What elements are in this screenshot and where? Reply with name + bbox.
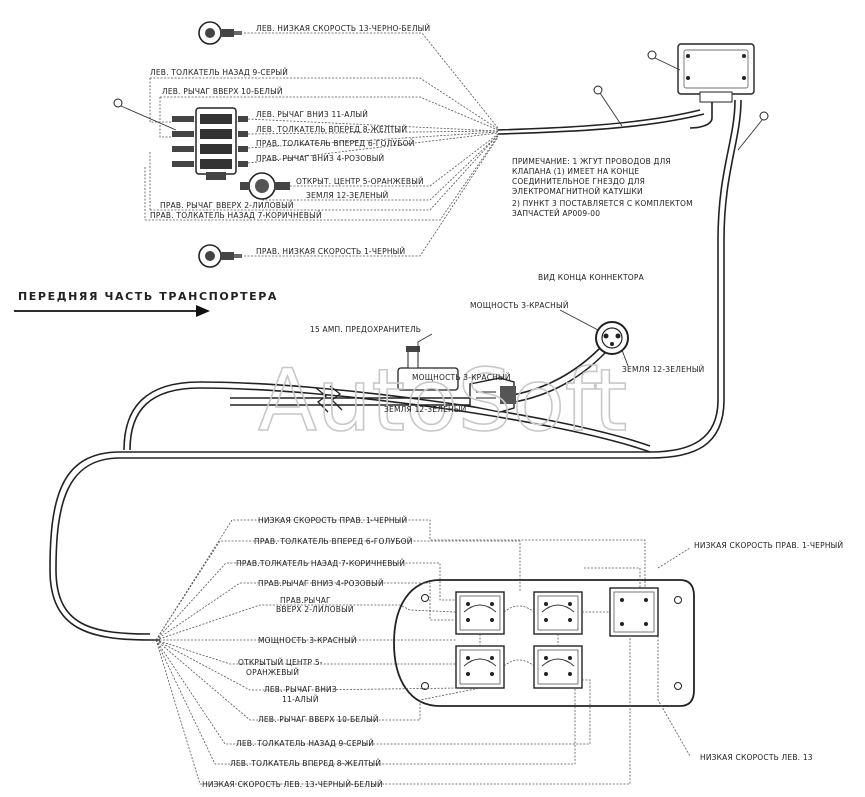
power-plug [469,377,516,413]
panel-label: ПРАВ. ТОЛКАТЕЛЬ ВПЕРЕД 6-ГОЛУБОЙ [254,537,413,546]
front-direction-label: ПЕРЕДНЯЯ ЧАСТЬ ТРАНСПОРТЕРА [18,290,278,303]
label-top-low-speed: ЛЕВ. НИЗКАЯ СКОРОСТЬ 13-ЧЕРНО-БЕЛЫЙ [256,24,430,33]
panel-label-right-top: НИЗКАЯ СКОРОСТЬ ПРАВ. 1-ЧЕРНЫЙ [694,541,843,550]
panel-label: ПРАВ.ТОЛКАТЕЛЬ НАЗАД 7-КОРИЧНЕВЫЙ [236,559,405,568]
svg-text:AutoSoft: AutoSoft [258,351,627,451]
direction-arrow [14,305,210,317]
note-line: 2) ПУНКТ 3 ПОСТАВЛЯЕТСЯ С КОМПЛЕКТОМ [512,199,693,208]
top-leader-lines [144,32,499,257]
fuse-label: 15 АМП. ПРЕДОХРАНИТЕЛЬ [310,325,421,334]
callout-markers [113,50,769,151]
fuse-power-label: МОЩНОСТЬ 3-КРАСНЫЙ [412,373,511,382]
note-line: СОЕДИНИТЕЛЬНОЕ ГНЕЗДО ДЛЯ [512,177,645,186]
panel-switch-top-left [455,591,505,635]
panel-label: ЛЕВ. РЫЧАГ ВНИЗ [264,685,337,694]
fuse-holder [397,333,459,391]
open-center-valve [240,172,290,200]
note-line: ЗАПЧАСТЕЙ AP009-00 [512,209,600,218]
panel-label: НИЗКАЯ СКОРОСТЬ ЛЕВ. 13-ЧЕРНЫЙ-БЕЛЫЙ [202,780,383,789]
fuse-labels: 15 АМП. ПРЕДОХРАНИТЕЛЬ МОЩНОСТЬ 3-КРАСНЫ… [310,325,511,414]
connector-power-label: МОЩНОСТЬ 3-КРАСНЫЙ [470,301,569,310]
solenoid-valve-bank [172,107,248,180]
panel-labels: НИЗКАЯ СКОРОСТЬ ПРАВ. 1-ЧЕРНЫЙ ПРАВ. ТОЛ… [202,516,843,789]
panel-label-right-bottom: НИЗКАЯ СКОРОСТЬ ЛЕВ. 13 [700,753,813,762]
label-prav-back: ПРАВ. ТОЛКАТЕЛЬ НАЗАД 7-КОРИЧНЕВЫЙ [150,211,322,220]
low-speed-solenoid-bottom [198,244,242,268]
label-ground: ЗЕМЛЯ 12-ЗЕЛЕНЫЙ [306,191,389,200]
valve-labels: ЛЕВ. НИЗКАЯ СКОРОСТЬ 13-ЧЕРНО-БЕЛЫЙ ЛЕВ.… [150,24,430,256]
bottom-leader-lines [155,519,691,785]
panel-label: ПРАВ.РЫЧАГ ВНИЗ 4-РОЗОВЫЙ [258,579,384,588]
fuse-ground-label: ЗЕМЛЯ 12-ЗЕЛЕНЫЙ [384,405,467,414]
panel-jumpers [479,605,610,667]
note-line: КЛАПАНА (1) ИМЕЕТ НА КОНЦЕ [512,167,639,176]
label-lev-lever-down: ЛЕВ. РЫЧАГ ВНИЗ 11-АЛЫЙ [256,110,368,119]
connector-title: ВИД КОНЦА КОННЕКТОРА [538,273,645,282]
panel-label: ЛЕВ. РЫЧАГ ВВЕРХ 10-БЕЛЫЙ [258,715,379,724]
note-line: ЭЛЕКТРОМАГНИТНОЙ КАТУШКИ [512,187,643,196]
panel-label: ОТКРЫТЫЙ ЦЕНТР 5- [238,658,323,667]
label-lev-lever-up: ЛЕВ. РЫЧАГ ВВЕРХ 10-БЕЛЫЙ [162,87,283,96]
panel-switch-bottom-left [455,645,505,689]
panel-switch-bottom-right [533,645,583,689]
label-prav-forward: ПРАВ. ТОЛКАТЕЛЬ ВПЕРЕД 6-ГОЛУБОЙ [256,139,415,148]
label-prav-lever-up: ПРАВ. РЫЧАГ ВВЕРХ 2-ЛИЛОВЫЙ [160,201,294,210]
panel-label: МОЩНОСТЬ 3-КРАСНЫЙ [258,636,357,645]
connector-ground-label: ЗЕМЛЯ 12-ЗЕЛЕНЫЙ [622,365,705,374]
panel-relay [609,587,659,637]
panel-label: ОРАНЖЕВЫЙ [246,668,299,677]
junction-box [677,43,755,103]
connector-labels: ВИД КОНЦА КОННЕКТОРА МОЩНОСТЬ 3-КРАСНЫЙ … [470,273,705,374]
watermark: AutoSoft [257,350,628,452]
note-block: ПРИМЕЧАНИЕ: 1 ЖГУТ ПРОВОДОВ ДЛЯ КЛАПАНА … [512,157,693,218]
panel-label: ПРАВ.РЫЧАГ [280,596,331,605]
cable-break-symbol [315,385,343,413]
main-harness-cables [49,96,742,641]
label-open-center: ОТКРЫТ. ЦЕНТР 5-ОРАНЖЕВЫЙ [296,177,424,186]
panel-switch-top-right [533,591,583,635]
note-line: ПРИМЕЧАНИЕ: 1 ЖГУТ ПРОВОДОВ ДЛЯ [512,157,671,166]
low-speed-solenoid-top [198,21,242,45]
label-prav-lever-down: ПРАВ. РЫЧАГ ВНИЗ 4-РОЗОВЫЙ [256,154,384,163]
panel-label: НИЗКАЯ СКОРОСТЬ ПРАВ. 1-ЧЕРНЫЙ [258,516,407,525]
panel-label: 11-АЛЫЙ [282,695,319,704]
label-lev-forward: ЛЕВ. ТОЛКАТЕЛЬ ВПЕРЕД 8-ЖЕЛТЫЙ [256,125,407,134]
panel-label: ЛЕВ. ТОЛКАТЕЛЬ ВПЕРЕД 8-ЖЕЛТЫЙ [230,759,381,768]
label-lev-back: ЛЕВ. ТОЛКАТЕЛЬ НАЗАД 9-СЕРЫЙ [150,68,288,77]
panel-label: ВВЕРХ 2-ЛИЛОВЫЙ [276,605,354,614]
label-bottom-low-speed: ПРАВ. НИЗКАЯ СКОРОСТЬ 1-ЧЕРНЫЙ [256,247,405,256]
panel-label: ЛЕВ. ТОЛКАТЕЛЬ НАЗАД 9-СЕРЫЙ [236,739,374,748]
connector-end-view [559,309,629,367]
